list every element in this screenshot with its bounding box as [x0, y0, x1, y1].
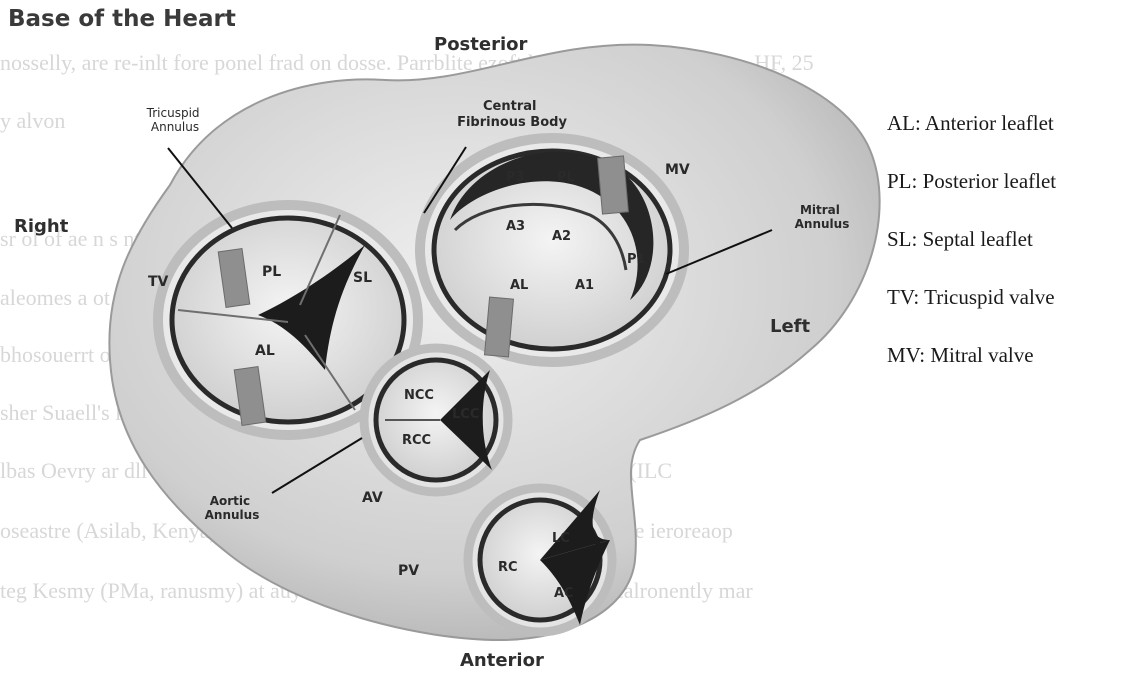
lc-label: LC [552, 531, 570, 546]
aortic-valve [364, 348, 508, 492]
annulus-marker [598, 156, 629, 214]
rc-label: RC [498, 560, 518, 575]
abbreviation-legend: AL: Anterior leaflet PL: Posterior leafl… [887, 110, 1135, 400]
ac-label: AC [554, 586, 574, 601]
mv-p3-label: P3 [506, 170, 525, 185]
tv-al-label: AL [255, 343, 275, 359]
tv-pl-label: PL [262, 264, 281, 280]
mitral-valve [420, 138, 684, 362]
mv-p1-label: P1 [627, 252, 646, 267]
orientation-right-label: Right [14, 216, 68, 237]
mv-pl-label: PL [557, 170, 575, 185]
aortic-annulus-label: Aortic Annulus [205, 494, 260, 522]
pulmonary-valve [468, 488, 612, 632]
legend-item-al: AL: Anterior leaflet [887, 110, 1135, 168]
legend-item-sl: SL: Septal leaflet [887, 226, 1135, 284]
mv-a3-label: A3 [506, 219, 525, 234]
mv-label: MV [665, 162, 690, 178]
av-label: AV [362, 490, 383, 506]
mv-a1-label: A1 [575, 278, 594, 293]
annulus-marker [485, 297, 514, 357]
legend-item-pl: PL: Posterior leaflet [887, 168, 1135, 226]
mv-al-label: AL [510, 278, 528, 293]
mv-a2-label: A2 [552, 229, 571, 244]
legend-item-mv: MV: Mitral valve [887, 342, 1135, 400]
orientation-left-label: Left [770, 316, 810, 337]
rcc-label: RCC [402, 433, 431, 448]
pv-label: PV [398, 563, 419, 579]
ncc-label: NCC [404, 388, 434, 403]
mitral-annulus-label: Mitral Annulus [795, 203, 850, 231]
orientation-posterior-label: Posterior [434, 34, 527, 55]
tv-label: TV [148, 274, 169, 290]
lcc-label: LCC [452, 407, 479, 422]
legend-item-tv: TV: Tricuspid valve [887, 284, 1135, 342]
figure-title: Base of the Heart [8, 6, 236, 32]
tv-sl-label: SL [353, 270, 372, 286]
orientation-anterior-label: Anterior [460, 650, 544, 671]
tricuspid-annulus-label: Tricuspid Annulus [146, 106, 204, 134]
